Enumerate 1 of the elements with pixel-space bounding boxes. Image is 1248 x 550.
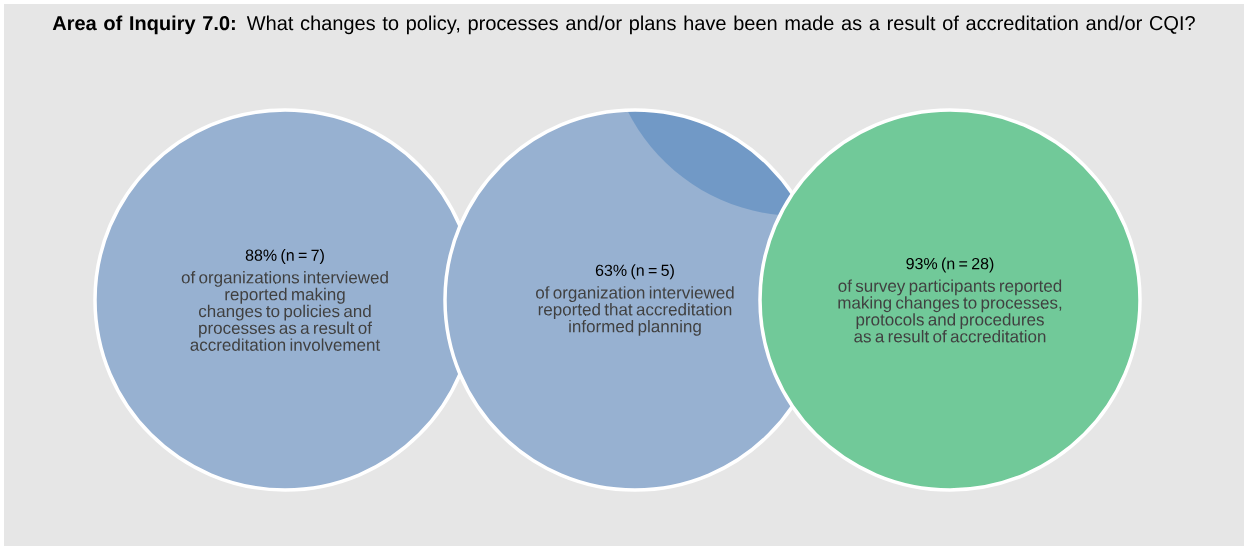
title: Area of Inquiry 7.0: What changes to policy, processes and/or plans have been made as a result of accreditation and/or CQI? <box>52 15 1195 35</box>
